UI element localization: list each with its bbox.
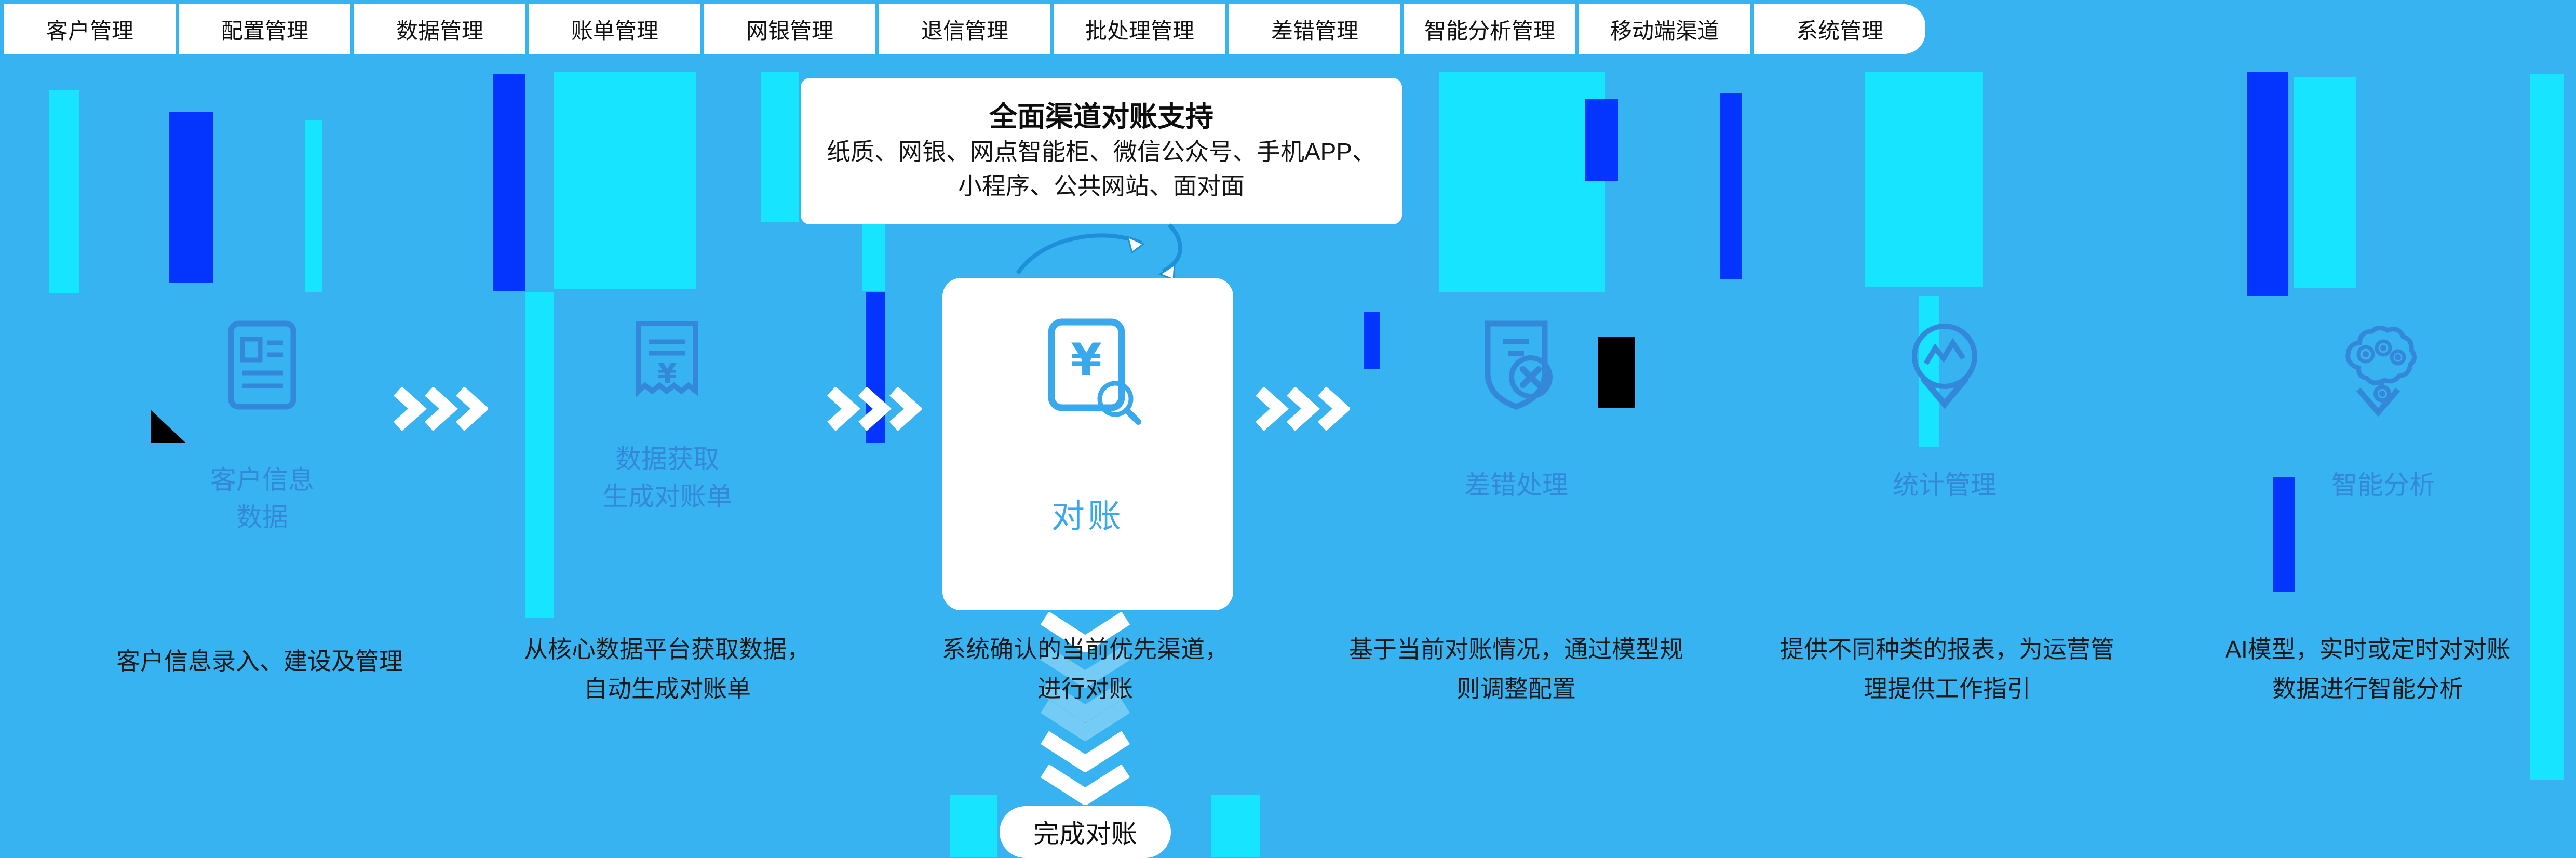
channel-support-banner: 全面渠道对账支持 纸质、网银、网点智能柜、微信公众号、手机APP、 小程序、公共… (801, 78, 1402, 224)
station-caption: 提供不同种类的报表，为运营管 理提供工作指引 (1780, 636, 2114, 702)
glitch-artifact (305, 120, 322, 292)
chevron-right-triple-icon (1255, 387, 1350, 431)
glitch-artifact (525, 292, 554, 618)
glitch-artifact (1865, 72, 1983, 287)
glitch-artifact (151, 410, 186, 443)
glitch-artifact (1720, 93, 1742, 279)
ai-brain-icon (2345, 326, 2417, 417)
glitch-artifact (2273, 477, 2295, 592)
tab-customer-mgmt[interactable]: 客户管理 (4, 4, 176, 54)
center-caption: 系统确认的当前优先渠道， 进行对账 (942, 636, 1229, 702)
station-bill-generation-label: 数据获取 生成对账单 (602, 445, 732, 511)
station-caption: 基于当前对账情况，通过模型规 则调整配置 (1349, 636, 1683, 702)
top-tab-bar: 客户管理 配置管理 数据管理 账单管理 网银管理 退信管理 批处理管理 差错管理… (4, 4, 1925, 54)
chevron-down-icon (1040, 612, 1130, 652)
tab-ebank-mgmt[interactable]: 网银管理 (704, 4, 875, 54)
station-caption: AI模型，实时或定时对对账 数据进行智能分析 (2225, 636, 2511, 702)
glitch-artifact (1439, 72, 1605, 292)
chevron-down-icon (1040, 681, 1130, 722)
chevron-down-icon (1040, 700, 1130, 741)
station-reconciliation-card: ¥ 对账 (942, 278, 1233, 610)
tab-mobile-channel[interactable]: 移动端渠道 (1579, 4, 1750, 54)
tab-ai-analysis-mgmt[interactable]: 智能分析管理 (1404, 4, 1575, 54)
station-customer-data-label: 客户信息 数据 (210, 465, 314, 532)
reconciliation-label: 对账 (1051, 498, 1124, 535)
tab-config-mgmt[interactable]: 配置管理 (179, 4, 350, 54)
glitch-artifact (1585, 99, 1618, 181)
glitch-artifact (1211, 795, 1260, 857)
chevron-down-icon (1040, 647, 1130, 688)
id-card-icon (228, 320, 296, 410)
tab-error-mgmt[interactable]: 差错管理 (1229, 4, 1400, 54)
reconcile-search-icon: ¥ (1048, 318, 1141, 425)
glitch-artifact (169, 112, 213, 283)
svg-text:¥: ¥ (657, 357, 677, 390)
station-report-label: 统计管理 (1893, 471, 1997, 500)
glitch-artifact (950, 795, 997, 857)
sync-arrows-icon (1016, 223, 1183, 279)
banner-subtitle-line: 小程序、公共网站、面对面 (958, 172, 1245, 199)
tab-bill-mgmt[interactable]: 账单管理 (529, 4, 700, 54)
report-medal-icon (1912, 324, 1977, 409)
glitch-artifact (761, 72, 799, 222)
error-x-shield-icon (1485, 320, 1553, 410)
station-ai-analysis-label: 智能分析 (2331, 471, 2435, 500)
glitch-artifact (2294, 77, 2356, 288)
banner-title: 全面渠道对账支持 (989, 101, 1213, 132)
receipt-yen-icon: ¥ (636, 321, 698, 397)
chevron-down-icon (1040, 765, 1130, 805)
glitch-artifact (1919, 296, 1939, 447)
done-pill: 完成对账 (1000, 806, 1171, 858)
station-caption: 从核心数据平台获取数据， 自动生成对账单 (524, 636, 811, 702)
tab-data-mgmt[interactable]: 数据管理 (354, 4, 525, 54)
station-error-handling-label: 差错处理 (1464, 471, 1568, 500)
glitch-artifact (2247, 72, 2288, 296)
chevron-right-triple-icon (827, 387, 922, 431)
tab-batch-mgmt[interactable]: 批处理管理 (1054, 4, 1225, 54)
tab-bounce-mgmt[interactable]: 退信管理 (879, 4, 1050, 54)
glitch-artifact (49, 90, 79, 293)
svg-text:¥: ¥ (1071, 334, 1102, 386)
chevron-right-triple-icon (393, 387, 488, 431)
station-caption: 客户信息录入、建设及管理 (116, 648, 403, 675)
banner-subtitle-line: 纸质、网银、网点智能柜、微信公众号、手机APP、 (826, 138, 1377, 165)
glitch-artifact (1364, 312, 1380, 369)
tab-system-mgmt[interactable]: 系统管理 (1754, 4, 1925, 54)
glitch-artifact (554, 72, 696, 289)
glitch-artifact (2530, 74, 2564, 780)
glitch-artifact (493, 74, 525, 291)
glitch-artifact (1598, 337, 1635, 408)
chevron-down-icon (1040, 731, 1130, 772)
